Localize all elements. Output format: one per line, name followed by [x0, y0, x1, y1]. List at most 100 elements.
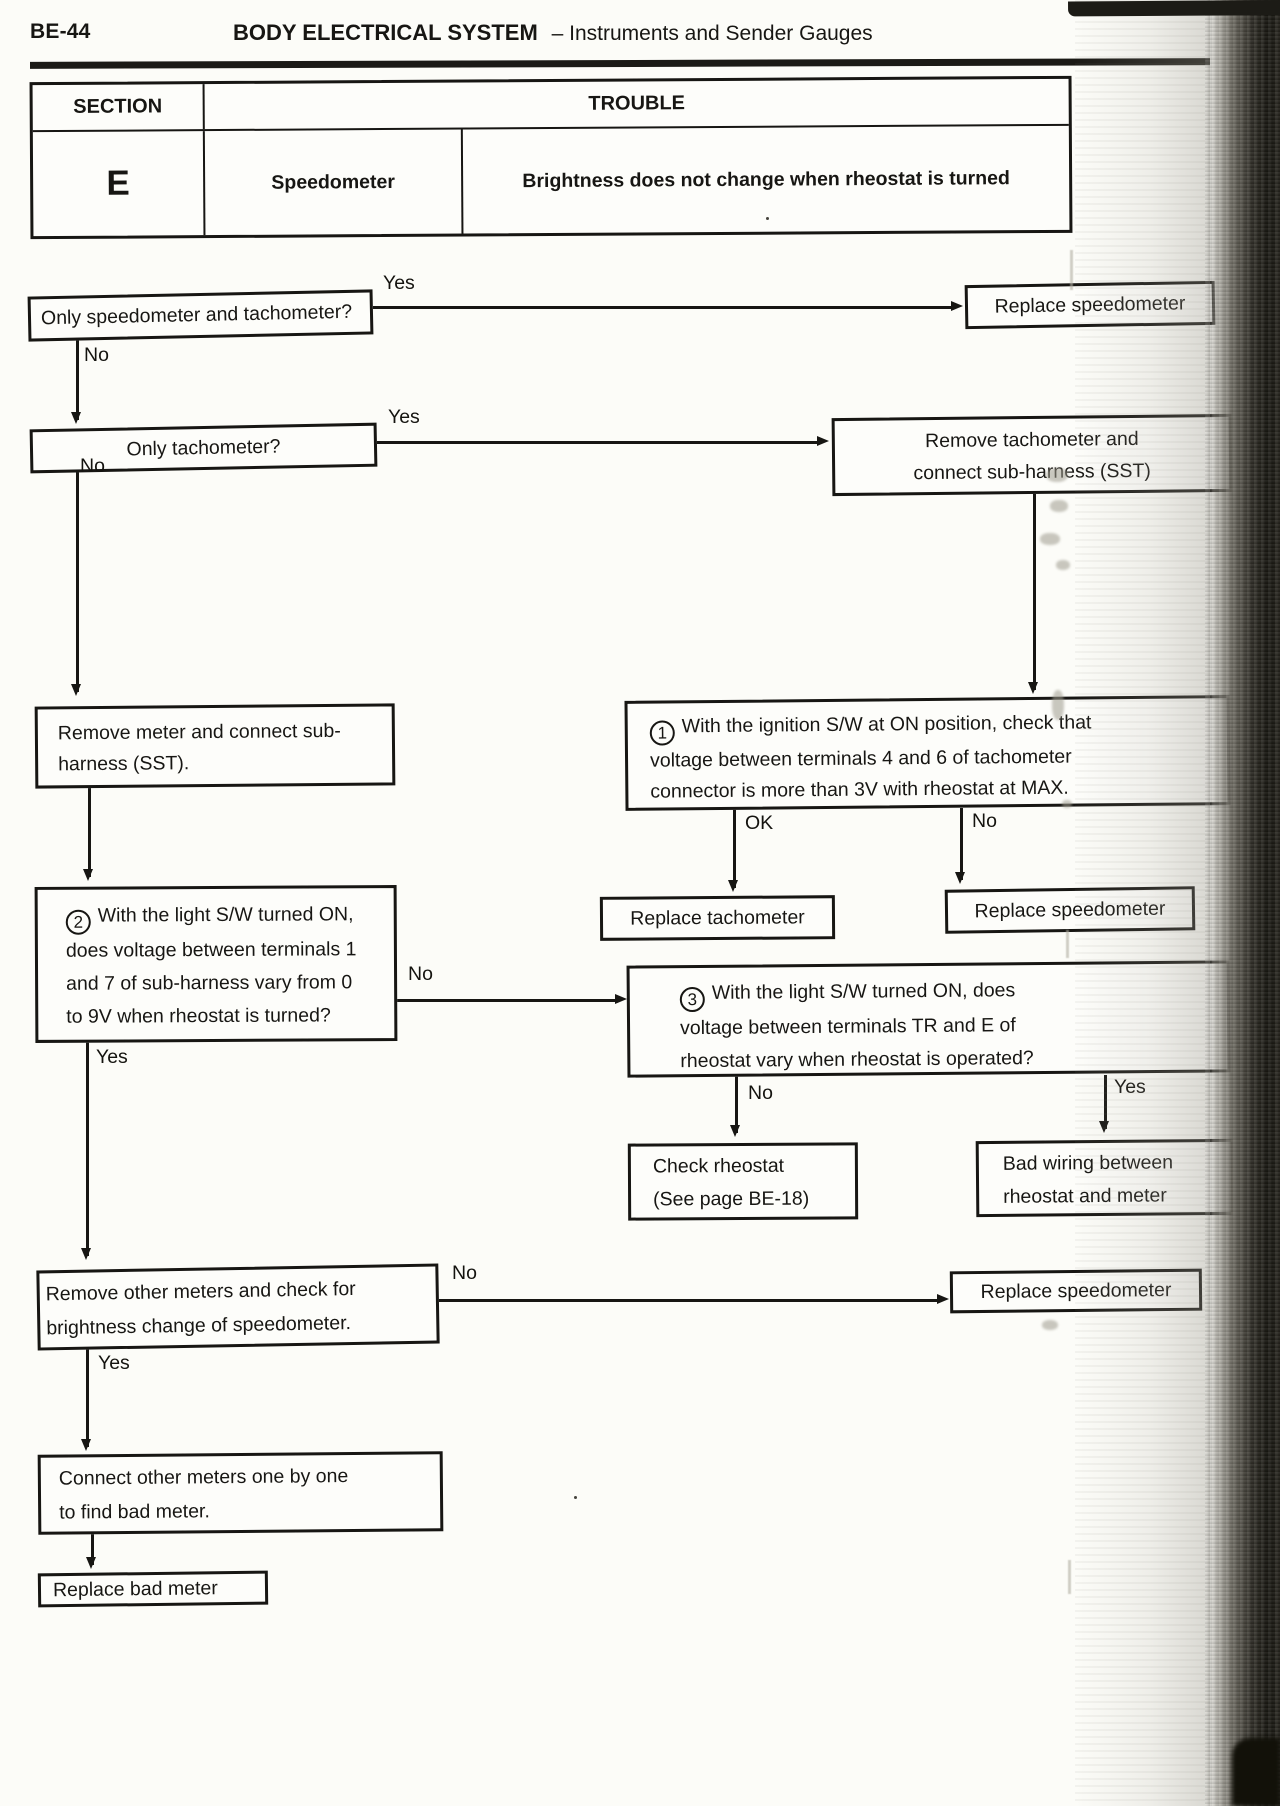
connector-q2-no-line	[76, 470, 79, 692]
connector-removeother-yes-arrow	[81, 1439, 91, 1451]
step3-number-circle: 3	[679, 986, 705, 1013]
branch-label-no: No	[748, 1082, 773, 1104]
connector-removetach-down-arrow	[1028, 682, 1038, 694]
flow-box-text: voltage between terminals 4 and 6 of tac…	[649, 745, 1072, 772]
connector-q1-yes-line	[373, 306, 953, 309]
step1-number-circle: 1	[649, 720, 675, 746]
section-header-cell: SECTION	[32, 84, 205, 131]
connector-step1-ok-line	[733, 808, 736, 888]
flow-box-text: and 7 of sub-harness vary from 0	[66, 971, 353, 995]
connector-q2-yes-line	[377, 441, 819, 444]
scan-dot	[574, 1496, 577, 1499]
connector-removeother-no-line	[439, 1299, 939, 1302]
connector-connectother-down-arrow	[86, 1557, 96, 1569]
flow-box-text: Replace speedometer	[980, 1278, 1172, 1303]
flow-box-replace-tachometer: Replace tachometer	[599, 895, 836, 941]
header-rule	[29, 58, 1211, 69]
flow-box-remove-tachometer: Remove tachometer and connect sub-harnes…	[831, 413, 1233, 497]
flow-box-text: Remove other meters and check for	[45, 1277, 356, 1306]
branch-label-yes: Yes	[388, 406, 420, 428]
scan-binding-band	[1205, 0, 1280, 1806]
branch-label-yes: Yes	[96, 1046, 128, 1068]
connector-step1-no-arrow	[955, 872, 965, 884]
flow-box-text: Only speedometer and tachometer?	[40, 300, 353, 330]
connector-step3-no-line	[735, 1075, 738, 1133]
branch-label-no: No	[408, 963, 433, 985]
flow-box-replace-speedometer-2: Replace speedometer	[944, 886, 1196, 934]
flow-box-text: harness (SST).	[58, 752, 190, 776]
connector-step2-yes-line	[86, 1042, 89, 1256]
flow-box-text: connect sub-harness (SST)	[913, 459, 1151, 485]
connector-q1-yes-arrow	[951, 301, 963, 311]
branch-label-no: No	[84, 344, 109, 366]
connector-q1-no-line	[76, 338, 79, 420]
flow-box-text: Only tachometer?	[126, 435, 281, 460]
flow-box-text: connector is more than 3V with rheostat …	[650, 776, 1069, 803]
scan-smudge	[1050, 500, 1068, 512]
connector-removetach-down-line	[1033, 494, 1036, 690]
page-title: BODY ELECTRICAL SYSTEM – Instruments and…	[233, 20, 873, 46]
connector-step1-ok-arrow	[728, 880, 738, 892]
flow-box-check-rheostat: Check rheostat (See page BE-18)	[627, 1142, 859, 1221]
step2-number-circle: 2	[65, 909, 91, 935]
connector-step3-yes-line	[1104, 1075, 1107, 1129]
trouble-cell: Brightness does not change when rheostat…	[522, 166, 1010, 192]
connector-removemeter-down-line	[88, 787, 91, 877]
flow-box-only-speedo-tach: Only speedometer and tachometer?	[27, 289, 374, 342]
flow-box-text: Connect other meters one by one	[58, 1465, 349, 1490]
connector-step2-yes-arrow	[81, 1248, 91, 1260]
branch-label-no: No	[452, 1262, 477, 1284]
scan-smudge	[1040, 533, 1060, 545]
flow-box-replace-speedometer-3: Replace speedometer	[949, 1268, 1203, 1314]
trouble-header-cell: TROUBLE	[588, 92, 686, 115]
flow-box-text: With the light S/W turned ON, does	[711, 979, 1016, 1004]
flow-box-remove-other-meters: Remove other meters and check for bright…	[36, 1263, 440, 1351]
flow-box-text: Bad wiring between	[1002, 1151, 1174, 1175]
branch-label-yes: Yes	[383, 272, 415, 294]
scan-bottom-corner-shadow	[1232, 1738, 1280, 1806]
flow-box-text: With the ignition S/W at ON position, ch…	[681, 711, 1092, 738]
page-title-main: BODY ELECTRICAL SYSTEM	[233, 20, 538, 45]
connector-removeother-no-arrow	[937, 1294, 949, 1304]
branch-label-ok: OK	[745, 812, 774, 834]
connector-step2-no-arrow	[615, 994, 627, 1004]
flow-box-text: Remove tachometer and	[924, 427, 1139, 453]
connector-q1-no-arrow	[71, 412, 81, 424]
flow-box-text: Check rheostat	[652, 1154, 785, 1178]
flow-box-text: does voltage between terminals 1	[65, 938, 357, 962]
branch-label-no: No	[80, 455, 105, 477]
scan-top-edge-streak	[1068, 0, 1280, 17]
section-value: E	[32, 131, 206, 237]
connector-step3-no-arrow	[730, 1125, 740, 1137]
flow-box-bad-wiring: Bad wiring between rheostat and meter	[975, 1138, 1235, 1218]
connector-step1-no-line	[960, 808, 963, 880]
connector-connectother-down-line	[91, 1533, 94, 1565]
page-number: BE-44	[30, 20, 91, 43]
flow-box-text: to find bad meter.	[59, 1500, 210, 1524]
flow-box-remove-meter: Remove meter and connect sub- harness (S…	[34, 703, 396, 789]
flow-box-text: With the light S/W turned ON,	[97, 903, 354, 927]
flow-box-text: rheostat vary when rheostat is operated?	[680, 1047, 1034, 1073]
flow-box-text: Remove meter and connect sub-	[57, 719, 341, 745]
scan-edge-dash	[1068, 1560, 1071, 1594]
scan-smudge	[1042, 1320, 1058, 1330]
branch-label-no: No	[972, 810, 997, 832]
branch-label-yes: Yes	[1114, 1076, 1146, 1098]
flow-box-replace-bad-meter: Replace bad meter	[37, 1570, 269, 1608]
flow-box-text: to 9V when rheostat is turned?	[66, 1004, 331, 1028]
scan-smudge	[1056, 560, 1070, 570]
flow-box-text: Replace bad meter	[52, 1576, 218, 1601]
component-cell: Speedometer	[204, 129, 464, 236]
flow-box-connect-other-meters: Connect other meters one by one to find …	[37, 1451, 444, 1535]
connector-removemeter-down-arrow	[83, 869, 93, 881]
flow-box-text: (See page BE-18)	[653, 1187, 810, 1211]
page-title-sub: – Instruments and Sender Gauges	[551, 22, 873, 45]
flow-box-text: brightness change of speedometer.	[46, 1312, 352, 1340]
flow-box-text: voltage between terminals TR and E of	[679, 1014, 1016, 1040]
connector-q2-no-arrow	[71, 684, 81, 696]
connector-step2-no-line	[397, 999, 617, 1002]
